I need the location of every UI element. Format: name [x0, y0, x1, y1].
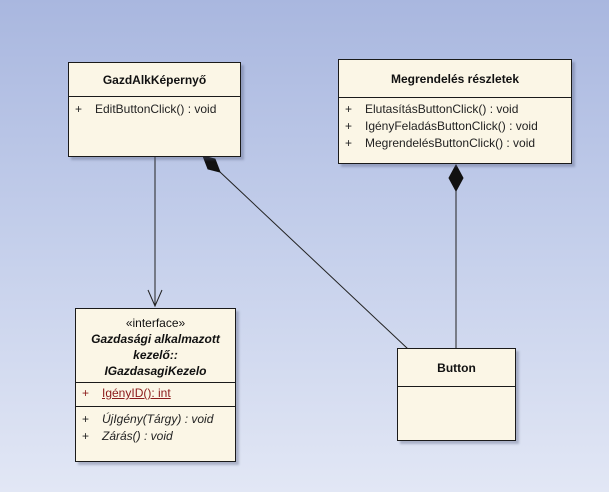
- class-gazdalkkepernyo[interactable]: GazdAlkKépernyő + EditButtonClick() : voi…: [68, 62, 241, 157]
- class-button[interactable]: Button: [397, 348, 516, 441]
- interface-name-line: Gazdasági alkalmazott: [91, 332, 220, 346]
- operation-signature: EditButtonClick() : void: [95, 102, 217, 116]
- visibility-marker: +: [82, 386, 90, 400]
- operation-signature: MegrendelésButtonClick() : void: [365, 136, 536, 150]
- class-name: Button: [398, 349, 515, 387]
- visibility-marker: +: [345, 119, 353, 133]
- dependency-arrowhead: [147, 289, 163, 308]
- operation-row[interactable]: + MegrendelésButtonClick() : void: [345, 135, 565, 152]
- operations-compartment: + ÚjIgény(Tárgy) : void + Zárás() : void: [76, 407, 235, 448]
- visibility-marker: +: [345, 136, 353, 150]
- operation-row[interactable]: + IgényFeladásButtonClick() : void: [345, 118, 565, 135]
- visibility-marker: +: [82, 412, 90, 426]
- operation-signature: Zárás() : void: [102, 429, 173, 443]
- interface-igazdasagikezelo[interactable]: «interface» Gazdasági alkalmazott kezelő…: [75, 308, 236, 462]
- composition-diamond-megrendeles: [448, 163, 464, 193]
- interface-header: «interface» Gazdasági alkalmazott kezelő…: [76, 309, 235, 383]
- operations-compartment: + ElutasításButtonClick() : void + IgényFe…: [339, 98, 571, 155]
- attributes-compartment: + IgényID(): int: [76, 383, 235, 407]
- operation-signature: IgényFeladásButtonClick() : void: [365, 119, 538, 133]
- composition-line-gazd-button[interactable]: [219, 171, 409, 350]
- class-name: Megrendelés részletek: [339, 60, 571, 98]
- attribute-row[interactable]: + IgényID(): int: [82, 385, 229, 402]
- attribute-signature: IgényID(): int: [102, 386, 171, 400]
- visibility-marker: +: [82, 429, 90, 443]
- operation-signature: ElutasításButtonClick() : void: [365, 102, 519, 116]
- operations-compartment: + EditButtonClick() : void: [69, 97, 240, 121]
- stereotype-label: «interface»: [125, 316, 186, 330]
- operation-row[interactable]: + Zárás() : void: [82, 428, 229, 445]
- visibility-marker: +: [345, 102, 353, 116]
- operation-row[interactable]: + EditButtonClick() : void: [75, 101, 234, 118]
- class-megrendeles-reszletek[interactable]: Megrendelés részletek + ElutasításButtonC…: [338, 59, 572, 164]
- interface-name-line: kezelő::: [133, 348, 178, 362]
- visibility-marker: +: [75, 102, 83, 116]
- composition-diamond-gazd: [202, 155, 221, 173]
- class-name: GazdAlkKépernyő: [69, 63, 240, 97]
- interface-name-line: IGazdasagiKezelo: [104, 364, 207, 378]
- operation-row[interactable]: + ElutasításButtonClick() : void: [345, 101, 565, 118]
- operation-signature: ÚjIgény(Tárgy) : void: [102, 412, 214, 426]
- operation-row[interactable]: + ÚjIgény(Tárgy) : void: [82, 411, 229, 428]
